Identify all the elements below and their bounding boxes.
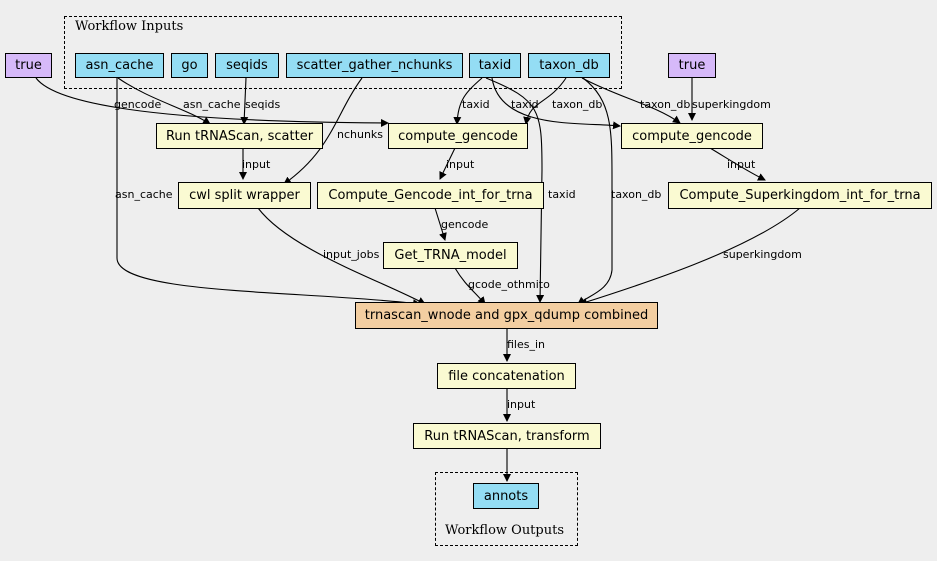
edge-label-input-jobs: input_jobs — [323, 248, 380, 261]
edge-label-input-4: input — [507, 398, 536, 411]
edge-taxid-to-combined — [485, 77, 545, 303]
node-get-trna-model[interactable]: Get_TRNA_model — [383, 242, 518, 269]
edge-get-trna-model-to-combined — [454, 267, 486, 305]
edge-compute-gencode-1-to-int — [439, 147, 456, 180]
edge-label-taxid-2: taxid — [511, 98, 539, 111]
workflow-outputs-label: Workflow Outputs — [445, 523, 564, 538]
edge-asn-cache-to-run-trnascan-scatter — [117, 77, 211, 125]
edge-taxid-to-compute-gencode-1 — [453, 77, 483, 125]
edge-true-to-compute-gencode — [35, 77, 389, 127]
node-annots[interactable]: annots — [473, 483, 539, 509]
edge-label-input-3: input — [727, 158, 756, 171]
edge-label-nchunks: nchunks — [337, 128, 384, 141]
edge-label-taxon-db-1: taxon_db — [552, 98, 603, 111]
edge-label-files-in: files_in — [507, 338, 546, 351]
edge-label-gencode: gencode — [114, 98, 162, 111]
edge-label-gencode-2: gencode — [441, 218, 489, 231]
node-scatter-gather-nchunks[interactable]: scatter_gather_nchunks — [286, 53, 463, 78]
node-go[interactable]: go — [171, 53, 208, 78]
edge-seqids-to-run-trnascan-scatter — [240, 77, 249, 125]
node-compute-superkingdom-int[interactable]: Compute_Superkingdom_int_for_trna — [668, 182, 932, 209]
node-taxid[interactable]: taxid — [469, 53, 521, 78]
node-taxon-db[interactable]: taxon_db — [528, 53, 610, 78]
edge-taxon-db-to-combined — [577, 77, 613, 305]
edge-label-taxid-3: taxid — [548, 188, 576, 201]
edge-label-taxon-db-3: taxon_db — [611, 188, 662, 201]
workflow-outputs-cluster — [435, 472, 578, 546]
edge-cwl-split-wrapper-to-combined — [257, 207, 426, 305]
edge-label-asn-cache-2: asn_cache — [115, 188, 173, 201]
node-trnascan-combined[interactable]: trnascan_wnode and gpx_qdump combined — [355, 302, 658, 329]
node-true-right[interactable]: true — [668, 53, 716, 78]
edge-compute-gencode-2-to-superkingdom-int — [709, 147, 766, 181]
node-true-left[interactable]: true — [5, 53, 52, 78]
edge-taxon-db-to-compute-gencode-2 — [581, 77, 681, 124]
node-asn-cache[interactable]: asn_cache — [75, 53, 164, 78]
edge-label-seqids: seqids — [245, 98, 281, 111]
edge-taxid-to-compute-gencode-2 — [491, 77, 621, 130]
node-compute-gencode-int[interactable]: Compute_Gencode_int_for_trna — [317, 182, 544, 209]
edge-taxon-db-to-compute-gencode-1 — [523, 77, 567, 125]
node-run-trnascan-scatter[interactable]: Run tRNAScan, scatter — [156, 123, 323, 149]
edge-label-asn-cache: asn_cache — [183, 98, 241, 111]
edge-gencode-int-to-get-trna-model — [434, 207, 447, 241]
edge-label-taxon-db-2: taxon_db — [640, 98, 691, 111]
edge-label-input-1: input — [242, 158, 271, 171]
node-run-trnascan-transform[interactable]: Run tRNAScan, transform — [413, 423, 601, 449]
workflow-inputs-cluster — [64, 16, 622, 89]
edge-nchunks-to-cwl-split-wrapper — [283, 77, 363, 185]
node-compute-gencode-1[interactable]: compute_gencode — [388, 123, 528, 149]
edge-label-superkingdom-2: superkingdom — [723, 248, 802, 261]
node-file-concatenation[interactable]: file concatenation — [437, 363, 576, 389]
node-compute-gencode-2[interactable]: compute_gencode — [621, 123, 763, 149]
edge-label-superkingdom-1: superkingdom — [692, 98, 771, 111]
edge-asn-cache-to-combined — [116, 78, 421, 308]
edge-superkingdom-int-to-combined — [579, 207, 801, 306]
node-seqids[interactable]: seqids — [215, 53, 279, 78]
edge-label-taxid-1: taxid — [462, 98, 490, 111]
edge-label-gcode-othmito: gcode_othmito — [468, 278, 550, 291]
edge-label-input-2: input — [446, 158, 475, 171]
node-cwl-split-wrapper[interactable]: cwl split wrapper — [178, 182, 311, 209]
workflow-inputs-label: Workflow Inputs — [75, 19, 184, 34]
